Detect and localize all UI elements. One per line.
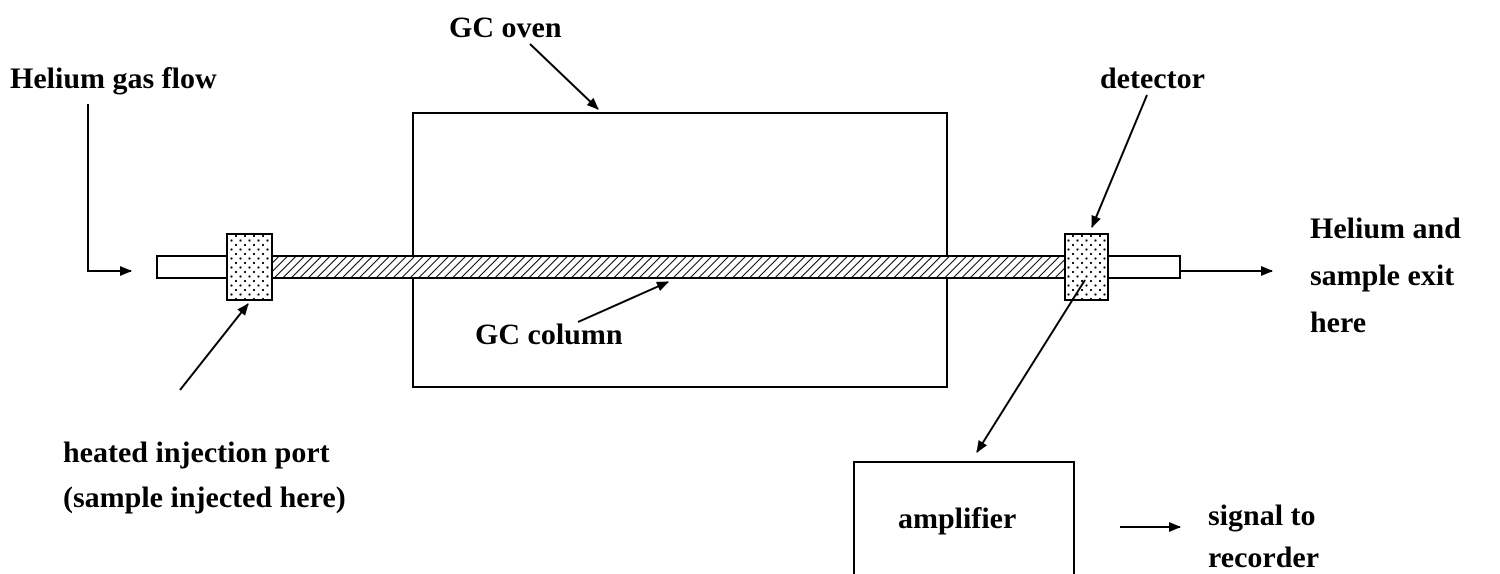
gc-oven-arrow [529,43,599,110]
label-signal-line-1: signal to [1208,499,1316,532]
outlet-tube [1107,255,1181,279]
label-helium-exit-line-1: Helium and [1310,212,1461,245]
gc-column-tube [271,255,1066,279]
detector-block [1064,233,1109,301]
label-helium-gas-flow: Helium gas flow [10,62,217,95]
label-injection-port-line-2: (sample injected here) [63,481,346,514]
label-injection-port-line-1: heated injection port [63,436,330,469]
gc-column-arrow [577,281,669,323]
helium-in-arrow [87,104,132,276]
label-helium-exit-line-3: here [1310,306,1366,339]
inlet-tube [156,255,228,279]
detector-arrow [1091,94,1148,228]
gc-oven-box [412,112,948,388]
injection-port-arrow [179,303,249,391]
label-amplifier: amplifier [898,502,1016,535]
injection-port-block [226,233,273,301]
label-signal-line-2: recorder [1208,541,1319,574]
label-helium-exit-line-2: sample exit [1310,259,1454,292]
label-gc-column: GC column [475,318,623,351]
amplifier-box [853,461,1075,574]
label-detector: detector [1100,62,1205,95]
detector-to-amplifier-arrow [976,279,1086,453]
label-gc-oven: GC oven [449,11,562,44]
